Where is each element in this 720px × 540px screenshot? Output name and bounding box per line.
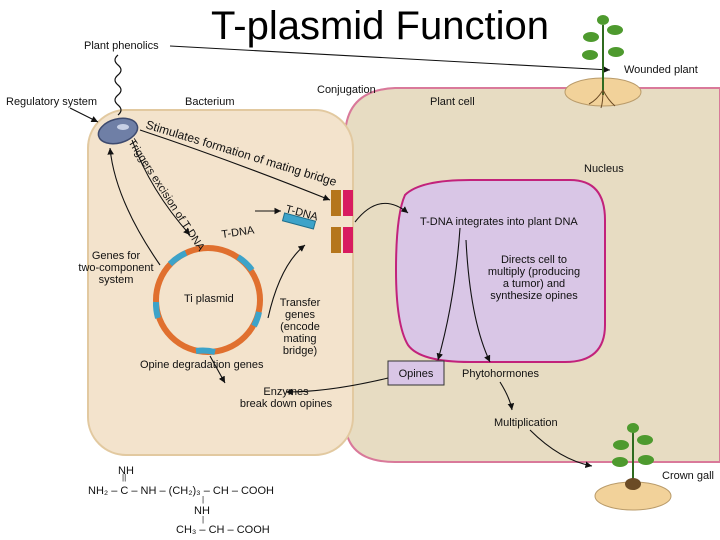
formula-line-4: CH₃ – CH – COOH (176, 524, 270, 536)
regulatory-protein (97, 117, 139, 145)
nucleus-label: Nucleus (584, 163, 624, 175)
plant-cell-label: Plant cell (430, 96, 475, 108)
bacterium-shape (87, 109, 354, 456)
ti-plasmid-ring (152, 245, 263, 355)
tdna-label-2: T-DNA (221, 224, 256, 241)
regulatory-system-label: Regulatory system (6, 96, 98, 108)
formula-line-2: NH₂ – C – NH – (CH₂)₃ – CH – COOH (88, 485, 274, 497)
directs-cell-label: Directs cell to multiply (producing a tu… (474, 254, 594, 302)
formula-bond-2: | (202, 495, 205, 504)
enzymes-line-1: Enzymes (263, 386, 309, 398)
opines-label: Opines (398, 368, 434, 380)
formula-bond-1: || (122, 473, 127, 482)
arrows (69, 45, 611, 469)
directs-line-3: a tumor) and (502, 278, 566, 290)
transfer-line-3: (encode (280, 321, 320, 333)
tdna-integrates-label: T-DNA integrates into plant DNA (420, 216, 578, 228)
crown-gall-label: Crown gall (662, 470, 714, 482)
enzymes-label: Enzymes break down opines (226, 386, 346, 410)
multiplication-label: Multiplication (494, 417, 558, 429)
phytohormones-label: Phytohormones (462, 368, 540, 380)
crown-gall-plant-icon (594, 423, 672, 511)
genes-line-3: system (98, 274, 134, 286)
genes-line-1: Genes for (91, 250, 141, 262)
directs-line-2: multiply (producing (487, 266, 581, 278)
opine-degradation-label: Opine degradation genes (140, 359, 264, 371)
wounded-plant-label: Wounded plant (624, 64, 698, 76)
plant-phenolics-label: Plant phenolics (84, 40, 159, 52)
genes-two-component-label: Genes for two-component system (72, 250, 160, 286)
mating-bridge (331, 190, 353, 253)
page-title: T-plasmid Function (211, 4, 549, 48)
transfer-line-5: bridge) (282, 345, 318, 357)
transfer-genes-label: Transfer genes (encode mating bridge) (270, 297, 330, 357)
directs-line-1: Directs cell to (500, 254, 568, 266)
phenolics-wavy-line (114, 54, 122, 116)
transfer-line-1: Transfer (279, 297, 321, 309)
opines-box (387, 360, 445, 386)
genes-line-2: two-component (78, 262, 154, 274)
wounded-plant-icon (564, 15, 642, 109)
formula-bond-3: | (202, 515, 205, 524)
formula-line-1: NH (118, 465, 134, 477)
regulatory-highlight (117, 124, 129, 130)
conjugation-label: Conjugation (317, 84, 376, 96)
formula-line-3: NH (194, 505, 210, 517)
enzymes-line-2: break down opines (239, 398, 333, 410)
ti-plasmid-label: Ti plasmid (184, 293, 234, 305)
transfer-line-2: genes (285, 309, 315, 321)
transfer-line-4: mating (283, 333, 317, 345)
bacterium-label: Bacterium (185, 96, 235, 108)
directs-line-4: synthesize opines (490, 290, 578, 302)
tdna-fragment (281, 212, 317, 230)
